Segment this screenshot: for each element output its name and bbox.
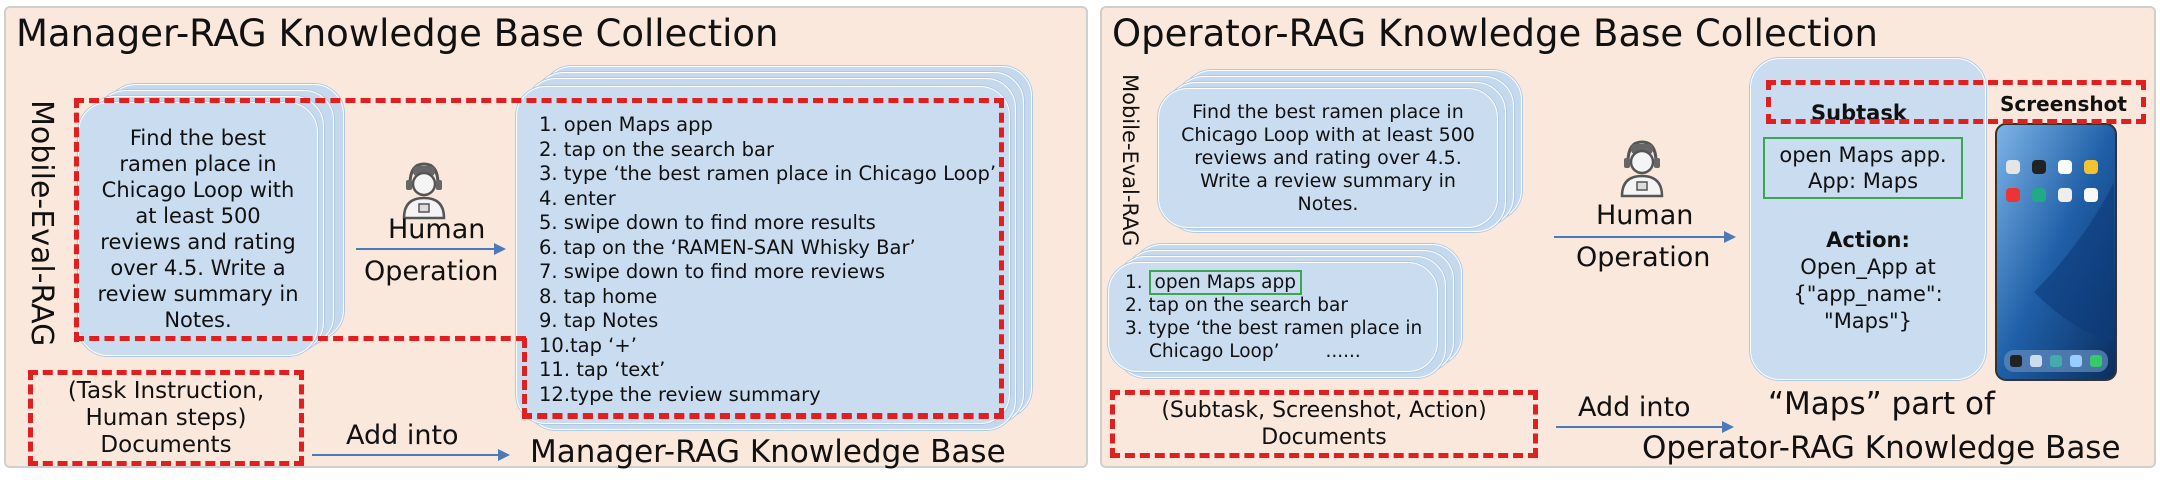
selection-dashed-outline-step: [522, 338, 528, 418]
human-steps-list: 1. open Maps app 2. tap on the search ba…: [539, 113, 1009, 407]
selection-dashed-outline-right: [522, 98, 1004, 418]
documents-box: (Task Instruction, Human steps) Document…: [28, 370, 304, 466]
ellipsis: ......: [1325, 341, 1361, 362]
task-instruction-card: Find the best ramen place in Chicago Loo…: [1158, 88, 1498, 228]
step-item: 12.type the review summary: [539, 382, 821, 406]
mobile-eval-rag-label: Mobile-Eval-RAG: [24, 100, 59, 347]
add-into-label: Add into: [346, 420, 459, 451]
maps-part-label: “Maps” part of: [1768, 386, 1995, 422]
subtask-text: open Maps app.: [1779, 143, 1947, 167]
step-item: 10.tap ‘+’: [539, 333, 637, 357]
task-instruction-text: Find the best ramen place in Chicago Loo…: [1181, 100, 1475, 215]
action-line: Open_App at: [1800, 255, 1936, 279]
step-item: 6. tap on the ‘RAMEN-SAN Whisky Bar’: [539, 235, 916, 259]
step-item: 11. tap ‘text’: [539, 358, 666, 381]
action-line: {"app_name":: [1793, 282, 1943, 306]
highlighted-subtask: open Maps app: [1148, 270, 1302, 295]
human-label: Human: [1596, 200, 1694, 231]
selection-dashed-outline-base: [522, 414, 1004, 420]
documents-line: Human steps): [85, 404, 247, 431]
operator-rag-panel: Operator-RAG Knowledge Base Collection M…: [1100, 6, 2156, 468]
add-into-arrow: [1556, 421, 1734, 433]
human-operator-icon: [402, 162, 446, 220]
add-into-arrow: [312, 449, 510, 461]
mobile-eval-rag-label: Mobile-Eval-RAG: [1118, 74, 1142, 247]
screenshot-header: Screenshot: [2000, 92, 2127, 116]
manager-rag-panel: Manager-RAG Knowledge Base Collection Mo…: [4, 6, 1088, 470]
phone-screenshot: [1995, 123, 2117, 381]
human-steps-card: 1. open Maps app 2. tap on the search ba…: [1108, 262, 1438, 372]
action-block: Action: Open_App at {"app_name": "Maps"}: [1751, 227, 1985, 335]
knowledge-base-label: Operator-RAG Knowledge Base: [1642, 430, 2121, 466]
step-item: 2. tap on the search bar: [539, 137, 774, 161]
flow-arrow: [356, 243, 506, 255]
human-label: Human: [388, 214, 486, 245]
selection-dashed-outline-top: [74, 98, 1004, 342]
operation-label: Operation: [364, 256, 499, 287]
subtask-app: App: Maps: [1807, 169, 1919, 193]
operation-label: Operation: [1576, 242, 1711, 273]
add-into-label: Add into: [1578, 392, 1691, 423]
selection-dashed-outline-bottom: [74, 336, 526, 342]
subtask-box: open Maps app. App: Maps: [1763, 137, 1963, 199]
action-line: "Maps"}: [1824, 309, 1912, 333]
human-operator-icon: [1620, 140, 1664, 198]
documents-line: Documents: [1261, 425, 1387, 450]
documents-line: Documents: [100, 431, 232, 458]
panel-title: Operator-RAG Knowledge Base Collection: [1112, 12, 1878, 55]
documents-line: (Task Instruction,: [67, 377, 265, 404]
step-item: 1. open Maps app: [1125, 270, 1437, 295]
flow-arrow: [1554, 231, 1736, 243]
task-instruction-text: Find the best ramen place in Chicago Loo…: [97, 126, 299, 332]
header-dashed-outline: [1766, 80, 2146, 124]
panel-title: Manager-RAG Knowledge Base Collection: [16, 12, 779, 55]
subtask-action-card: Subtask open Maps app. App: Maps Action:…: [1750, 58, 1986, 380]
step-item: 9. tap Notes: [539, 309, 659, 332]
step-item: 2. tap on the search bar: [1125, 295, 1348, 316]
task-instruction-card: Find the best ramen place in Chicago Loo…: [78, 102, 318, 356]
step-item: 7. swipe down to find more reviews: [539, 260, 886, 283]
documents-line: (Subtask, Screenshot, Action): [1161, 398, 1487, 423]
step-item: 1. open Maps app: [539, 113, 713, 136]
human-steps-card: 1. open Maps app 2. tap on the search ba…: [516, 86, 1010, 424]
step-item: 3. type ‘the best ramen place in Chicago…: [539, 162, 997, 185]
documents-box: (Subtask, Screenshot, Action) Documents: [1110, 390, 1538, 458]
step-item: 3. type ‘the best ramen place in: [1125, 318, 1423, 339]
step-item: 8. tap home: [539, 284, 658, 308]
action-header: Action:: [1826, 228, 1910, 252]
step-item: 5. swipe down to find more results: [539, 211, 876, 234]
knowledge-base-label: Manager-RAG Knowledge Base: [530, 434, 1006, 470]
step-item: Chicago Loop’......: [1149, 341, 1361, 362]
step-item: 4. enter: [539, 186, 616, 210]
